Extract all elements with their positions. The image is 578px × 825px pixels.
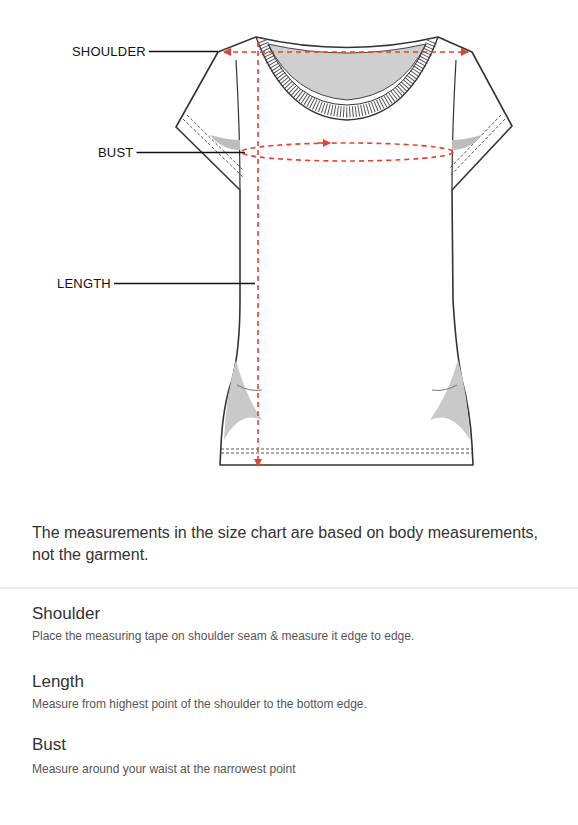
section-description: Place the measuring tape on shoulder sea… [32, 629, 414, 643]
note-text: The measurements in the size chart are b… [32, 522, 552, 566]
section-heading: Length [32, 672, 84, 692]
leader-line [114, 283, 255, 284]
section-heading: Bust [32, 735, 66, 755]
section-heading: Shoulder [32, 604, 100, 624]
leader-line [136, 152, 245, 153]
part-label: SHOULDER [72, 44, 146, 59]
section-description: Measure from highest point of the should… [32, 697, 367, 711]
part-label: LENGTH [57, 276, 111, 291]
leader-line [149, 51, 218, 52]
part-label: BUST [98, 145, 133, 160]
section-description: Measure around your waist at the narrowe… [32, 762, 295, 776]
